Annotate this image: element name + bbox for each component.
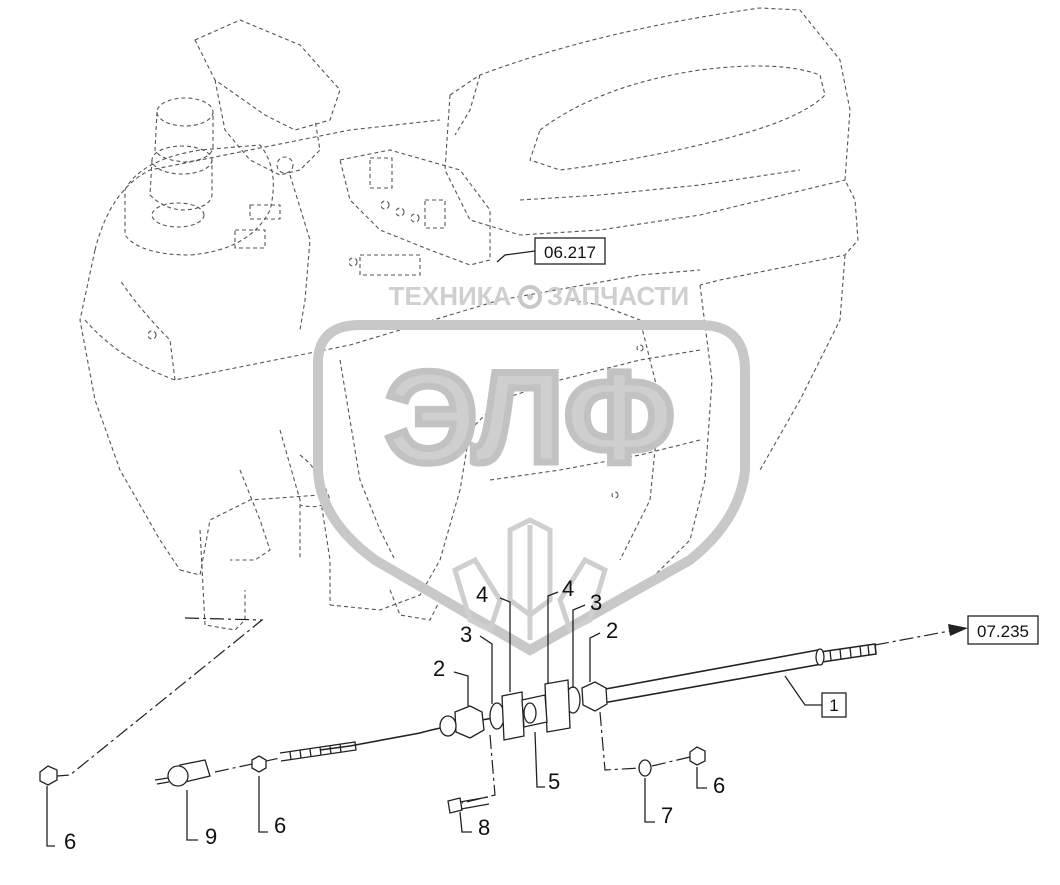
svg-text:1: 1 (829, 696, 838, 715)
callout-leaders (46, 591, 707, 847)
watermark-text-left: ТЕХНИКА (389, 281, 512, 311)
callout-7: 7 (661, 803, 673, 828)
ref-box-07-235: 07.235 (967, 615, 1039, 645)
bracket-4-right (544, 679, 571, 733)
bolt-8 (447, 796, 490, 814)
bracket-4-left (501, 691, 525, 741)
wheat-icon (452, 517, 608, 640)
callout-6-mid: 6 (274, 813, 286, 838)
assembly-lines (56, 617, 691, 804)
nut-2-left (439, 705, 485, 739)
watermark: ЭЛФ ТЕХНИКА ЗАПЧАСТИ (313, 281, 750, 656)
clamp-5 (521, 694, 548, 728)
watermark-text-right: ЗАПЧАСТИ (547, 281, 690, 311)
item-box-1: 1 (784, 675, 847, 718)
callout-2-left: 2 (433, 656, 445, 681)
control-console-housing (79, 7, 859, 631)
callout-3-right: 3 (590, 590, 602, 615)
svg-text:07.235: 07.235 (977, 622, 1029, 641)
watermark-shield (313, 320, 750, 656)
callout-labels: 2 2 3 3 4 4 5 6 6 6 7 8 9 (64, 576, 725, 854)
nut-6-right (689, 746, 706, 766)
watermark-logo: ЭЛФ (385, 344, 675, 490)
gear-icon (518, 285, 542, 309)
svg-text:06.217: 06.217 (544, 243, 596, 262)
callout-3-left: 3 (460, 622, 472, 647)
callout-4-left: 4 (476, 582, 488, 607)
callout-4-right: 4 (562, 576, 574, 601)
callout-6-right: 6 (713, 773, 725, 798)
ref-box-06-217: 06.217 (496, 237, 606, 265)
callout-2-right: 2 (606, 618, 618, 643)
callout-6-left: 6 (64, 829, 76, 854)
nut-2-right (581, 681, 608, 712)
nut-6-mid (251, 755, 267, 773)
ball-joint-9 (154, 759, 211, 787)
nut-6-left (39, 765, 58, 786)
callout-8: 8 (478, 815, 490, 840)
washer-7 (638, 759, 652, 777)
callout-9: 9 (205, 824, 217, 849)
callout-5: 5 (548, 769, 560, 794)
